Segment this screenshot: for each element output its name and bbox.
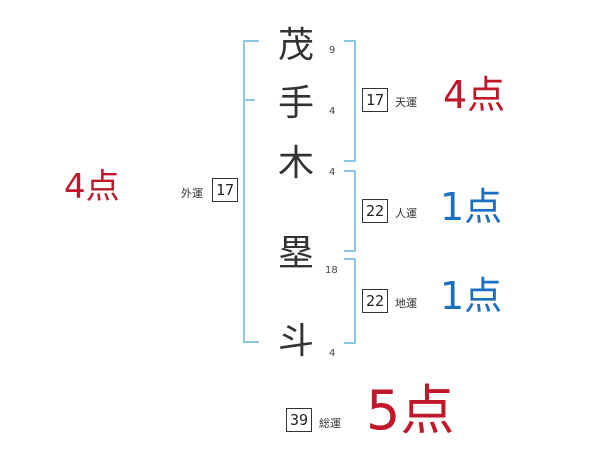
name-char-4: 塁 (277, 233, 314, 274)
name-char-2: 手 (277, 83, 314, 124)
name-char-5: 斗 (277, 321, 314, 362)
name-char-1: 茂 (277, 25, 314, 66)
sou-value-box: 39 (286, 408, 312, 432)
chi-label: 地運 (395, 297, 417, 310)
ten-label: 天運 (395, 96, 417, 109)
chi-bracket (344, 258, 356, 344)
name-char-3: 木 (277, 143, 314, 184)
sou-label: 総運 (319, 417, 341, 430)
stroke-count-4: 18 (325, 265, 338, 276)
gai-score: 4点 (64, 167, 120, 207)
chi-score: 1点 (440, 274, 503, 318)
jin-value-box: 22 (362, 199, 388, 223)
outer-bracket (243, 40, 259, 343)
gai-value-box: 17 (212, 178, 238, 202)
ten-score: 4点 (443, 73, 506, 117)
stroke-count-3: 4 (329, 167, 336, 178)
chi-value-box: 22 (362, 289, 388, 313)
jin-bracket (344, 170, 356, 252)
jin-label: 人運 (395, 207, 417, 220)
ten-value-box: 17 (362, 88, 388, 112)
jin-score: 1点 (440, 185, 503, 229)
stroke-count-1: 9 (329, 45, 336, 56)
outer-bracket-tick-1 (245, 99, 255, 101)
gai-label: 外運 (181, 187, 203, 200)
stroke-count-5: 4 (329, 348, 336, 359)
sou-score: 5点 (366, 379, 455, 442)
ten-bracket (344, 40, 356, 162)
stroke-count-2: 4 (329, 106, 336, 117)
